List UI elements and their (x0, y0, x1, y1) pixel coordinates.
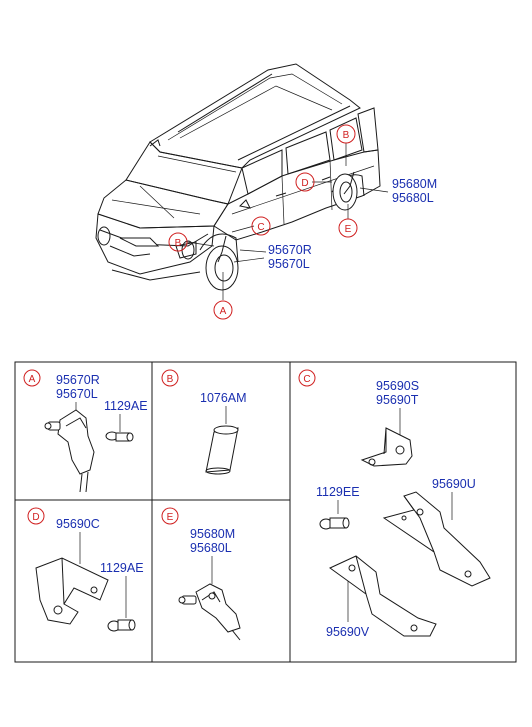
callout-b-front: B (168, 232, 188, 252)
bolt-icon (319, 517, 350, 530)
bolt-icon (105, 414, 134, 442)
bracket-d (35, 557, 109, 625)
panel-a: A 95670R 95670L 1129AE (23, 369, 148, 493)
svg-text:D: D (32, 512, 39, 523)
wheel-speed-sensor-front (44, 402, 95, 493)
panel-c-part-2: 95690T (376, 393, 419, 407)
callout-e: E (161, 507, 179, 525)
svg-text:A: A (29, 374, 36, 385)
panel-b: B 1076AM (161, 369, 247, 475)
front-sensor-label-1: 95670R (268, 243, 312, 257)
panel-d-bolt-label: 1129AE (100, 561, 144, 575)
panel-d: D 95690C 1129AE (27, 507, 144, 632)
callout-d-car: D (295, 172, 315, 192)
callout-b: B (161, 369, 179, 387)
panel-c-bolt-label: 1129EE (316, 485, 360, 499)
svg-text:B: B (167, 374, 174, 385)
vehicle-illustration (95, 63, 389, 300)
callout-a-car: A (213, 300, 233, 320)
rear-sensor-label-2: 95680L (392, 191, 434, 205)
panel-e: E 95680M 95680L (161, 507, 241, 641)
panel-a-part-1: 95670R (56, 373, 100, 387)
panel-d-part-1: 95690C (56, 517, 100, 531)
panel-a-part-2: 95670L (56, 387, 98, 401)
panel-e-part-1: 95680M (190, 527, 235, 541)
svg-text:C: C (303, 374, 310, 385)
panel-e-part-2: 95680L (190, 541, 232, 555)
callout-c-car: C (251, 216, 271, 236)
panel-a-bolt-label: 1129AE (104, 399, 148, 413)
grommet-icon (205, 425, 239, 475)
callout-c: C (298, 369, 316, 387)
bracket-u (382, 491, 491, 587)
detail-grid (14, 361, 517, 663)
svg-text:E: E (167, 512, 174, 523)
svg-text:B: B (175, 238, 182, 249)
callout-d: D (27, 507, 45, 525)
svg-text:B: B (343, 130, 350, 141)
callout-a: A (23, 369, 41, 387)
svg-text:C: C (257, 222, 264, 233)
wheel-speed-sensor-rear (178, 583, 241, 641)
rear-sensor-label-1: 95680M (392, 177, 437, 191)
panel-c-part-3: 95690U (432, 477, 476, 491)
bolt-icon (107, 619, 136, 632)
panel-b-part-1: 1076AM (200, 391, 247, 405)
panel-c-part-1: 95690S (376, 379, 419, 393)
callout-b-rear: B (336, 124, 356, 144)
bracket-v (329, 555, 437, 637)
svg-text:D: D (301, 178, 308, 189)
bracket-small (360, 427, 413, 467)
svg-text:E: E (345, 224, 352, 235)
front-sensor-label-2: 95670L (268, 257, 310, 271)
svg-text:A: A (220, 306, 227, 317)
callout-e-car: E (338, 218, 358, 238)
panel-c: C 95690S 95690T 1129EE 95690U (298, 369, 491, 639)
panel-c-part-4: 95690V (326, 625, 370, 639)
